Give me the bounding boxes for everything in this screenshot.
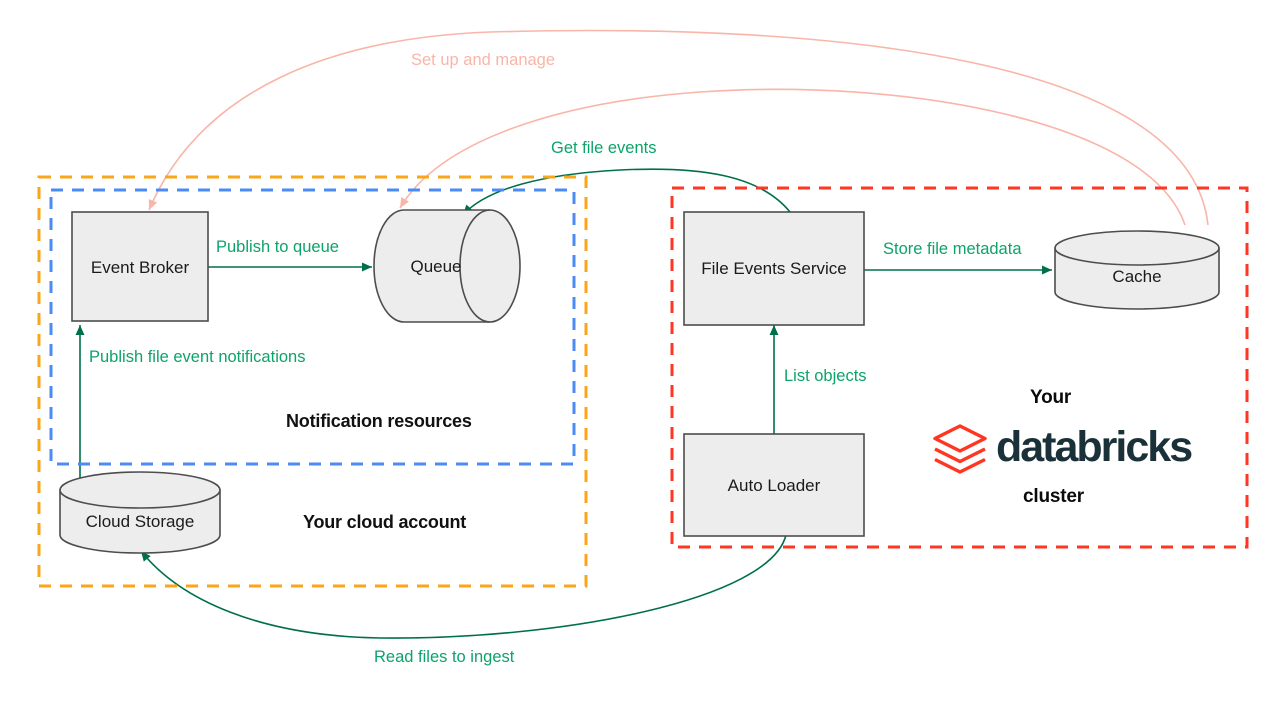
node-label-queue: Queue <box>410 257 462 276</box>
edge-set-up-and-manage-queue <box>399 88 1186 226</box>
zone-databricks-cluster <box>670 186 1249 549</box>
edge-get-file-events <box>462 168 791 216</box>
node-label-event-broker: Event Broker <box>90 258 190 277</box>
node-label-file-events-service: File Events Service <box>701 259 847 278</box>
edge-label-list-objects: List objects <box>784 367 867 385</box>
databricks-wordmark: databricks <box>996 423 1193 471</box>
node-cache <box>1054 230 1220 310</box>
edge-label-get-file-events: Get file events <box>551 139 657 157</box>
edge-label-publish-file-event-notifications: Publish file event notifications <box>89 348 306 366</box>
node-event-broker <box>71 211 209 322</box>
edge-label-store-file-metadata: Store file metadata <box>883 240 1022 258</box>
zone-cloud-account <box>37 175 588 588</box>
node-cloud-storage <box>59 471 221 554</box>
node-queue <box>373 209 521 323</box>
node-label-auto-loader: Auto Loader <box>727 476 821 495</box>
edge-set-up-and-manage-broker <box>148 29 1209 226</box>
zone-label-notification-resources: Notification resources <box>286 411 472 431</box>
zone-notification-resources <box>49 188 576 466</box>
edge-read-files-to-ingest <box>140 534 787 639</box>
databricks-logo-icon <box>933 424 987 474</box>
edge-label-set-up-and-manage: Set up and manage <box>411 51 556 69</box>
zone-label-cloud-account: Your cloud account <box>303 512 467 532</box>
zone-label-databricks-cluster: cluster <box>1023 486 1084 507</box>
node-label-cloud-storage: Cloud Storage <box>85 512 195 531</box>
node-label-cache: Cache <box>1112 267 1162 286</box>
zone-label-databricks-your: Your <box>1030 387 1072 408</box>
edge-label-publish-to-queue: Publish to queue <box>216 238 339 256</box>
edge-label-read-files-to-ingest: Read files to ingest <box>374 648 515 666</box>
node-auto-loader <box>683 433 865 537</box>
